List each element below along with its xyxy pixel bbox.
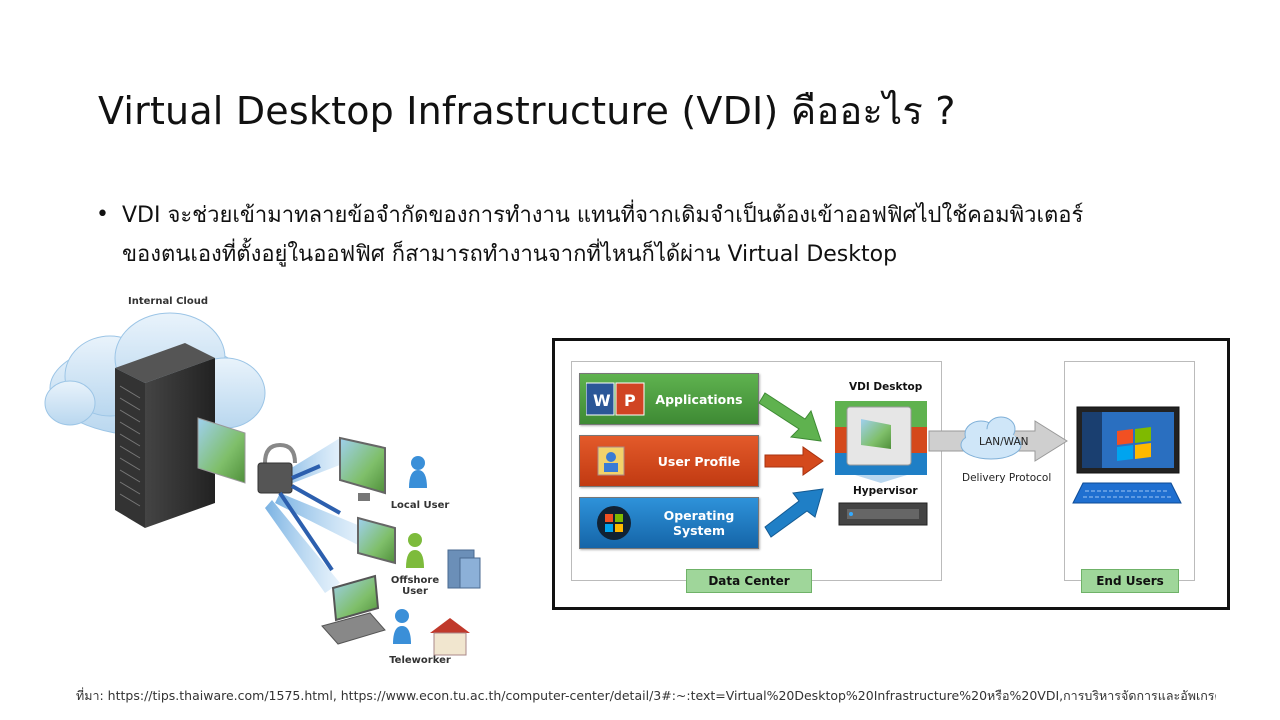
arrow-teleworker [278, 491, 334, 572]
arrow-local [291, 464, 321, 480]
network-illustration [44, 312, 481, 656]
end-users-tag: End Users [1081, 569, 1179, 593]
bullet-text: VDI จะช่วยเข้ามาทลายข้อจำกัดของการทำงาน … [122, 196, 1212, 274]
flow-arrows [758, 392, 1182, 538]
lan-wan-cloud-icon [960, 416, 1022, 460]
vdi-desktop-label: VDI Desktop [849, 381, 923, 393]
source-citation: ที่มา: https://tips.thaiware.com/1575.ht… [76, 688, 1216, 703]
hypervisor-label: Hypervisor [853, 485, 918, 497]
teleworker-laptop-icon [321, 574, 386, 645]
offshore-user-label-1: Offshore [390, 575, 440, 586]
server-rack-icon [115, 343, 215, 528]
windows-logo-icon [597, 506, 631, 540]
user-profile-icon [597, 446, 625, 476]
beam-to-offshore [275, 493, 365, 546]
bullet-dot: • [96, 202, 109, 227]
offshore-monitor-icon [357, 516, 396, 565]
data-center-tag: Data Center [686, 569, 812, 593]
local-user-label: Local User [390, 500, 450, 511]
svg-text:W: W [593, 391, 611, 410]
arrow-operating-system [764, 488, 824, 538]
local-monitor-icon [339, 436, 386, 501]
office-apps-icon: W P [586, 382, 645, 416]
delivery-protocol-label: Delivery Protocol [962, 472, 1052, 484]
arrow-offshore [291, 484, 341, 515]
office-building-icon [447, 549, 481, 589]
offshore-user-icon [406, 533, 424, 568]
vdi-architecture-diagram: W P Applications User Profile Operatin [552, 338, 1230, 610]
svg-text:P: P [624, 391, 636, 410]
teleworker-label: Teleworker [389, 655, 451, 666]
operating-system-label: Operating System [663, 508, 735, 538]
applications-label: Applications [655, 391, 743, 407]
desktop-image-icon [197, 417, 246, 484]
bullet-line-1: VDI จะช่วยเข้ามาทลายข้อจำกัดของการทำงาน … [122, 203, 1084, 228]
slide-title: Virtual Desktop Infrastructure (VDI) คือ… [98, 89, 956, 133]
internal-cloud-diagram: Internal Cloud [40, 288, 510, 673]
operating-system-layer: Operating System [579, 497, 759, 549]
arrow-applications [758, 392, 822, 442]
end-user-monitor-icon [1072, 406, 1182, 504]
padlock-icon [257, 442, 297, 494]
local-user-icon [409, 456, 427, 488]
internal-cloud-label: Internal Cloud [127, 296, 209, 307]
applications-layer: W P Applications [579, 373, 759, 425]
user-profile-label: User Profile [657, 453, 741, 469]
offshore-user-label-2: User [402, 586, 428, 597]
teleworker-user-icon [393, 609, 411, 644]
lan-wan-label: LAN/WAN [979, 436, 1029, 448]
bullet-line-2: ของตนเองที่ตั้งอยู่ในออฟฟิศ ก็สามารถทำงา… [122, 242, 898, 267]
house-icon [430, 618, 470, 656]
beam-to-teleworker [265, 500, 340, 593]
user-profile-layer: User Profile [579, 435, 759, 487]
arrow-user-profile [764, 446, 824, 476]
